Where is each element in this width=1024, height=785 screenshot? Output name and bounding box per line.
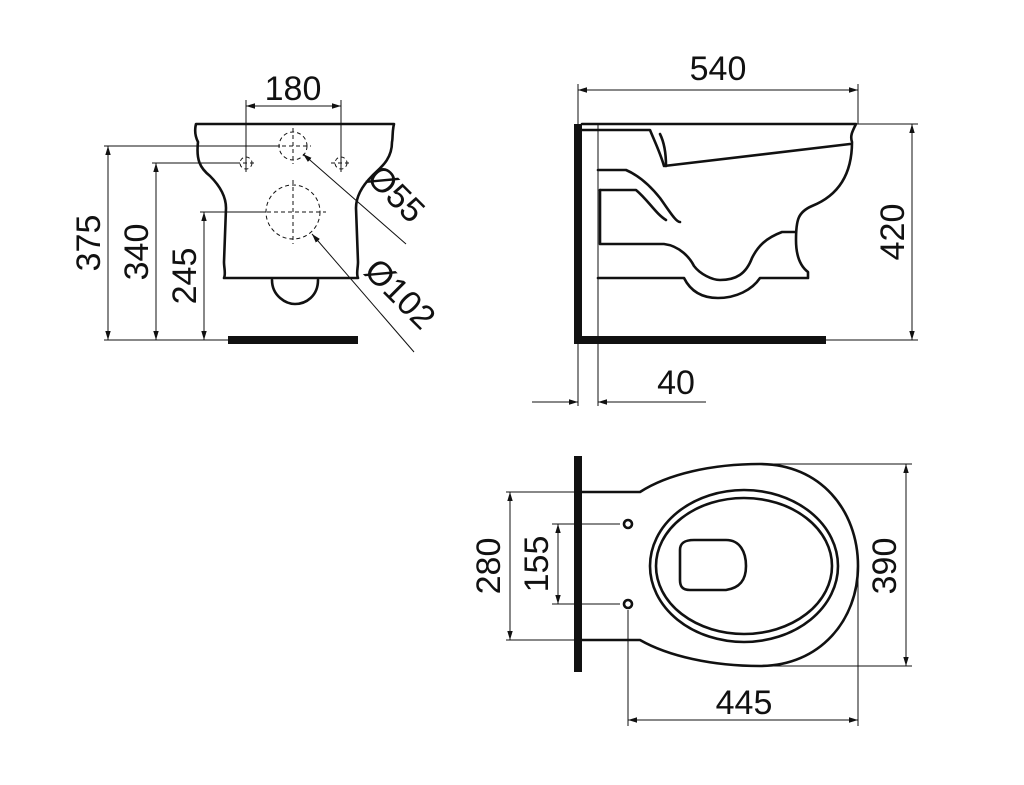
dim-height: 420	[874, 204, 912, 261]
dim-bracket-width: 280	[470, 538, 508, 595]
top-view: 280 155 390 445	[470, 456, 912, 726]
front-floor-bar	[228, 336, 358, 344]
dim-wall-offset: 40	[657, 364, 695, 402]
side-view: 540 420 40	[532, 50, 918, 406]
dim-bolt-spacing: 155	[518, 536, 556, 593]
dim-outlet-diameter: Ø102	[357, 251, 443, 337]
top-bolt-hole-lower	[622, 598, 634, 610]
side-bowl-rim	[580, 128, 852, 168]
dim-fixing-diameter: Ø55	[360, 158, 432, 230]
top-seat-inner	[654, 496, 834, 636]
front-outlet-foot	[270, 278, 320, 306]
front-bowl-outline	[193, 122, 396, 280]
dim-hole-spacing: 180	[265, 70, 322, 108]
top-wall	[574, 456, 582, 672]
top-seat-outer	[648, 488, 840, 644]
top-lid-cutout	[678, 538, 748, 592]
side-bowl-inner	[596, 168, 798, 282]
dim-height-outlet: 245	[166, 248, 204, 305]
side-floor-bar	[574, 336, 826, 344]
top-outer-outline	[580, 462, 860, 668]
front-view: 180 375 340 245 Ø55 Ø102	[70, 70, 443, 353]
dim-overall-width: 390	[866, 538, 904, 595]
dim-height-total: 375	[70, 215, 108, 272]
dim-projection: 445	[716, 684, 773, 722]
dim-length: 540	[690, 50, 747, 88]
side-bowl-outline	[580, 122, 858, 300]
top-bolt-hole-upper	[622, 518, 634, 530]
side-wall	[574, 124, 582, 344]
dim-height-fixing: 340	[118, 224, 156, 281]
